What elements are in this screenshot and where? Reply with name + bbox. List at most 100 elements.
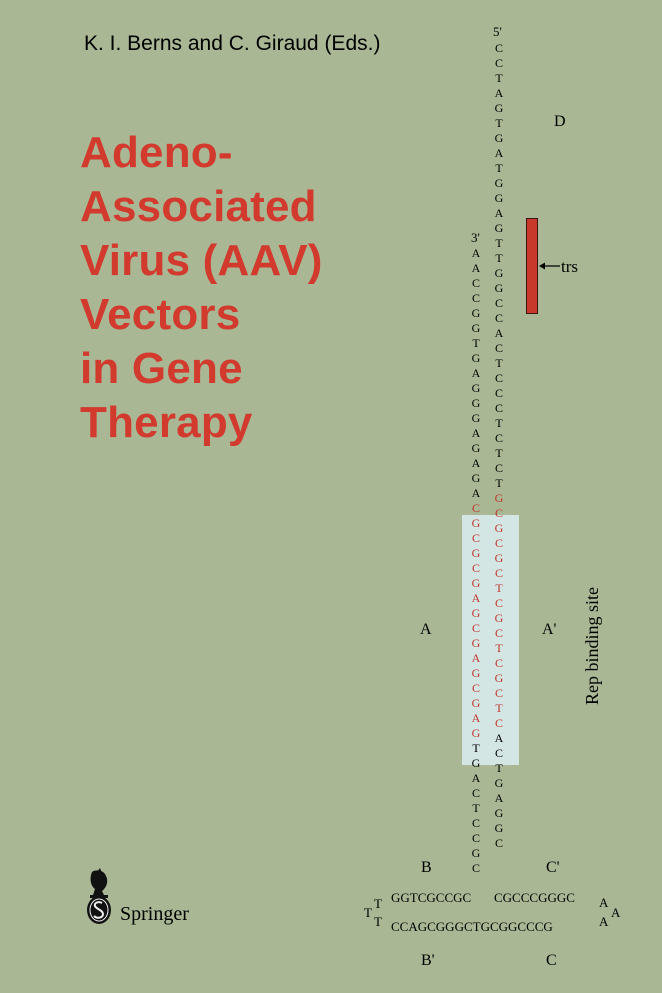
editors: K. I. Berns and C. Giraud (Eds.) [84,32,381,55]
nucleotide: G [471,306,481,320]
trs-label: trs [561,257,578,276]
nucleotide: G [471,606,481,620]
label-c: C [546,952,557,969]
nucleotide: G [494,221,504,235]
nucleotide: T [495,416,503,430]
nucleotide: C [494,461,503,475]
nucleotide: A [471,246,481,260]
nucleotide: G [471,471,481,485]
nucleotide: C [471,831,480,845]
nucleotide: T [495,71,503,85]
title-line: Therapy [80,398,253,447]
nucleotide: T [472,741,480,755]
nucleotide: T [495,251,503,265]
loop-left-nucleotide: T [374,896,382,911]
nucleotide: G [471,546,481,560]
nucleotide: T [495,701,503,715]
nucleotide: T [495,446,503,460]
label-a-prime: A' [542,621,557,638]
nucleotide: C [471,276,480,290]
title-line: Virus (AAV) [80,236,323,285]
nucleotide: C [471,501,480,515]
three-prime-label: 3' [471,230,480,245]
publisher-name: Springer [120,903,189,925]
nucleotide: T [495,116,503,130]
trs-marker [526,218,538,314]
nucleotide: A [471,591,481,605]
nucleotide: C [471,816,480,830]
nucleotide: G [471,576,481,590]
nucleotide: C [494,506,503,520]
title-line: Adeno- [80,128,233,177]
label-b: B [421,859,432,876]
nucleotide: C [494,56,503,70]
label-a: A [420,621,432,638]
nucleotide: A [494,791,504,805]
nucleotide: C [494,656,503,670]
nucleotide: C [494,836,503,850]
loop-top-right-sequence: CGCCCGGGC [494,890,575,905]
nucleotide: G [494,191,504,205]
nucleotide: C [494,566,503,580]
nucleotide: T [495,581,503,595]
loop-bottom-sequence: CCAGCGGGCTGCGGCCCG [391,919,553,934]
nucleotide: C [471,681,480,695]
nucleotide: A [494,146,504,160]
nucleotide: T [472,336,480,350]
nucleotide: C [494,626,503,640]
nucleotide: T [495,761,503,775]
title-line: Associated [80,182,317,231]
nucleotide: C [494,341,503,355]
nucleotide: G [471,666,481,680]
title-line: Vectors [80,290,241,339]
nucleotide: G [494,266,504,280]
nucleotide: C [494,431,503,445]
nucleotide: C [494,311,503,325]
label-b-prime: B' [421,952,435,969]
nucleotide: C [494,386,503,400]
springer-knight-logo-icon [87,868,111,924]
book-title: Adeno- Associated Virus (AAV) Vectors in… [80,126,323,450]
nucleotide: G [494,131,504,145]
nucleotide: A [494,731,504,745]
nucleotide: C [494,716,503,730]
loop-left-nucleotide: T [374,914,382,929]
nucleotide: T [495,641,503,655]
nucleotide: A [494,206,504,220]
nucleotide: C [494,371,503,385]
nucleotide: G [494,281,504,295]
nucleotide: G [494,491,504,505]
nucleotide: G [494,776,504,790]
nucleotide: G [471,441,481,455]
trs-arrow-icon [539,262,560,270]
nucleotide: G [471,381,481,395]
nucleotide: C [494,596,503,610]
label-c-prime: C' [546,859,560,876]
nucleotide: G [471,396,481,410]
nucleotide: G [471,636,481,650]
nucleotide: A [494,326,504,340]
nucleotide: G [494,611,504,625]
nucleotide: G [494,806,504,820]
nucleotide: G [494,671,504,685]
nucleotide: A [471,426,481,440]
nucleotide: G [494,521,504,535]
nucleotide: T [495,356,503,370]
nucleotide: C [494,746,503,760]
nucleotide: A [471,651,481,665]
nucleotide: A [494,86,504,100]
nucleotide: G [471,696,481,710]
nucleotide: C [494,401,503,415]
nucleotide: C [471,291,480,305]
nucleotide: G [471,411,481,425]
nucleotide: G [494,551,504,565]
nucleotide: C [471,861,480,875]
nucleotide: T [472,801,480,815]
nucleotide: A [471,456,481,470]
nucleotide: G [471,726,481,740]
title-line: in Gene [80,344,243,393]
loop-right-nucleotide: A [599,895,609,910]
loop-right-nucleotide: A [611,905,621,920]
